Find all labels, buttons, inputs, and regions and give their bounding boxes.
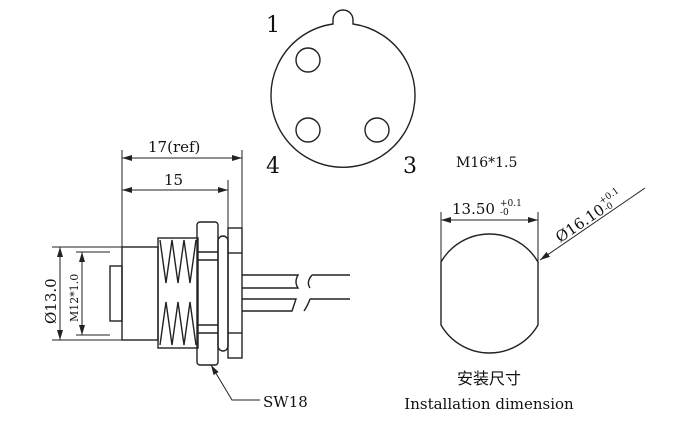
wrench-size-label: SW18 [263, 393, 308, 411]
dim-length-label: 15 [164, 171, 183, 189]
title-cn: 安装尺寸 [457, 369, 521, 388]
dim-thread-label: M12*1.0 [68, 274, 81, 322]
pin-hole-3 [364, 117, 390, 143]
width-tol-plus: +0.1 [500, 199, 522, 209]
cable-wires [242, 274, 350, 312]
connector-face-outline [270, 9, 416, 169]
installation-view: M16*1.5 13.50 +0.1 -0 Ø16.10 +0.1 -0 安装尺… [404, 155, 646, 413]
diameter-leader [539, 187, 646, 261]
connector-socket [109, 265, 123, 322]
pin-face-view: 1 4 3 [266, 9, 417, 179]
dim-overall-label: 17(ref) [148, 138, 200, 156]
pin-hole-1 [295, 47, 321, 73]
width-value: 13.50 [452, 200, 495, 218]
dim-diameter-label: Ø13.0 [42, 278, 60, 324]
pin-label-4: 4 [266, 154, 280, 179]
diameter-value: Ø16.10 [552, 200, 608, 246]
washer [217, 235, 229, 352]
side-view: 17(ref) 15 Ø13.0 [42, 138, 350, 411]
flange [227, 227, 243, 359]
width-tol-minus: -0 [500, 208, 509, 218]
hex-nut [196, 221, 219, 366]
connector-body [121, 246, 159, 341]
pin-hole-4 [295, 117, 321, 143]
thread-spec-label: M16*1.5 [456, 155, 517, 171]
pin-label-3: 3 [403, 154, 417, 179]
title-en: Installation dimension [404, 395, 574, 413]
panel-cutout [440, 233, 539, 354]
pin-label-1: 1 [266, 13, 280, 38]
wrench-leader [210, 364, 260, 401]
thread [157, 237, 199, 349]
